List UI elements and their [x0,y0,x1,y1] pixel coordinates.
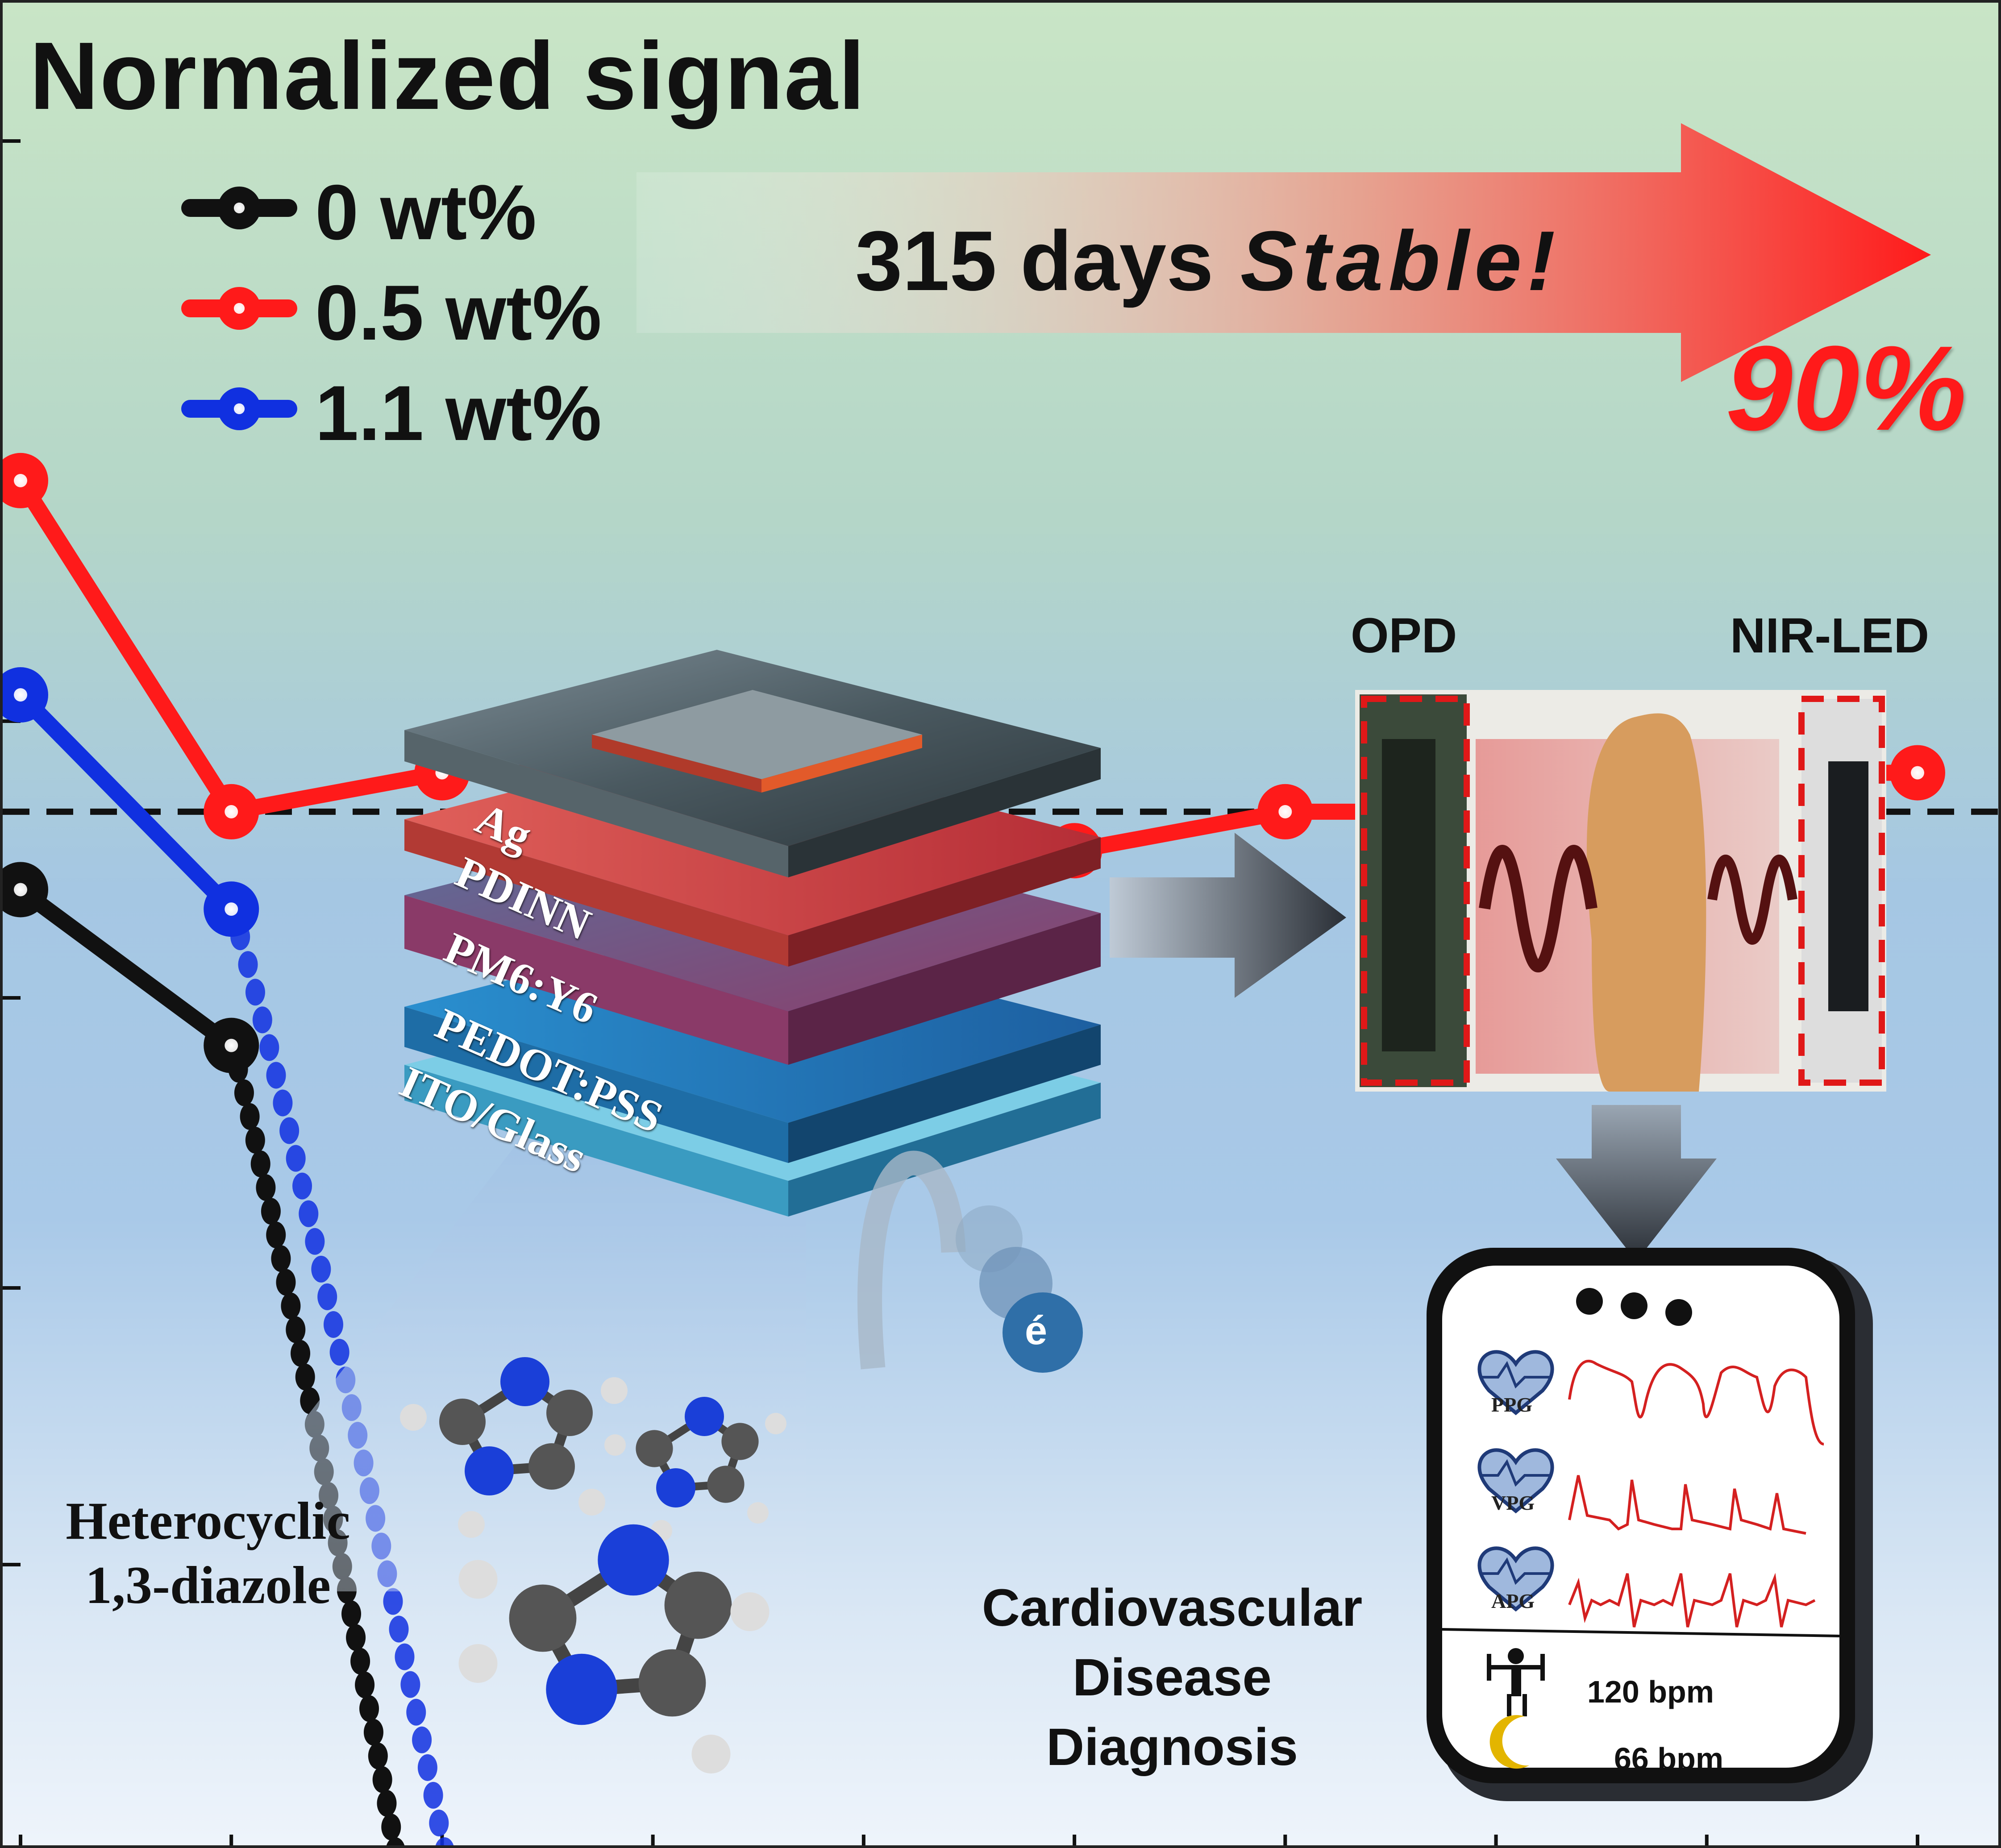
data-point [204,784,259,839]
data-point [3,862,48,918]
stability-annotation: 315 days Stable! [855,212,1560,310]
stable-label: Stable! [1240,214,1561,308]
stability-arrow [636,123,1931,382]
retention-percent: 90% [1726,321,1967,456]
measurement-photo [1355,690,1886,1092]
legend-label: 0.5 wt% [315,270,602,357]
electron-label: é [1025,1308,1048,1353]
ppg-label: PPG [1491,1393,1532,1416]
data-point [1257,784,1313,839]
series-line-1-1-wt- [15,689,237,915]
diagnosis-line3: Diagnosis [1046,1717,1298,1777]
diagnosis-line1: Cardiovascular [982,1578,1363,1637]
legend-label: 1.1 wt% [315,370,602,457]
stability-chart [3,123,1998,1845]
resting-heart-rate: 66 bpm [1614,1741,1724,1776]
data-point [3,667,48,723]
active-heart-rate: 120 bpm [1587,1674,1714,1709]
series-decay-tail [230,923,454,1845]
data-point [1890,745,1945,801]
phone-display [1427,1248,1873,1801]
molecule-caption: Heterocyclic 1,3-diazole [25,1489,391,1617]
exercise-icon [1487,1648,1545,1716]
diagnosis-line2: Disease [1072,1648,1272,1707]
legend-markers [181,187,297,430]
molecule-caption-line1: Heterocyclic [66,1491,350,1550]
legend-label: 0 wt% [315,169,537,256]
opd-label: OPD [1351,608,1457,663]
series-line-0-wt- [16,883,236,1052]
imidazole-molecules [400,1357,786,1773]
days-label: 315 days [855,214,1214,308]
diagnosis-caption: Cardiovascular Disease Diagnosis [931,1574,1413,1782]
apg-label: APG [1491,1590,1535,1612]
data-point [3,453,48,508]
vpg-label: VPG [1491,1491,1535,1514]
nir-led-label: NIR-LED [1730,608,1930,663]
data-point [204,1017,259,1073]
device-stack-illustration [172,650,1101,1591]
down-arrow [1556,1105,1717,1261]
chart-title: Normalized signal [29,22,866,129]
data-point [204,881,259,937]
moon-icon [1489,1715,1529,1769]
right-arrow [1110,833,1346,998]
molecule-caption-line2: 1,3-diazole [85,1555,331,1615]
